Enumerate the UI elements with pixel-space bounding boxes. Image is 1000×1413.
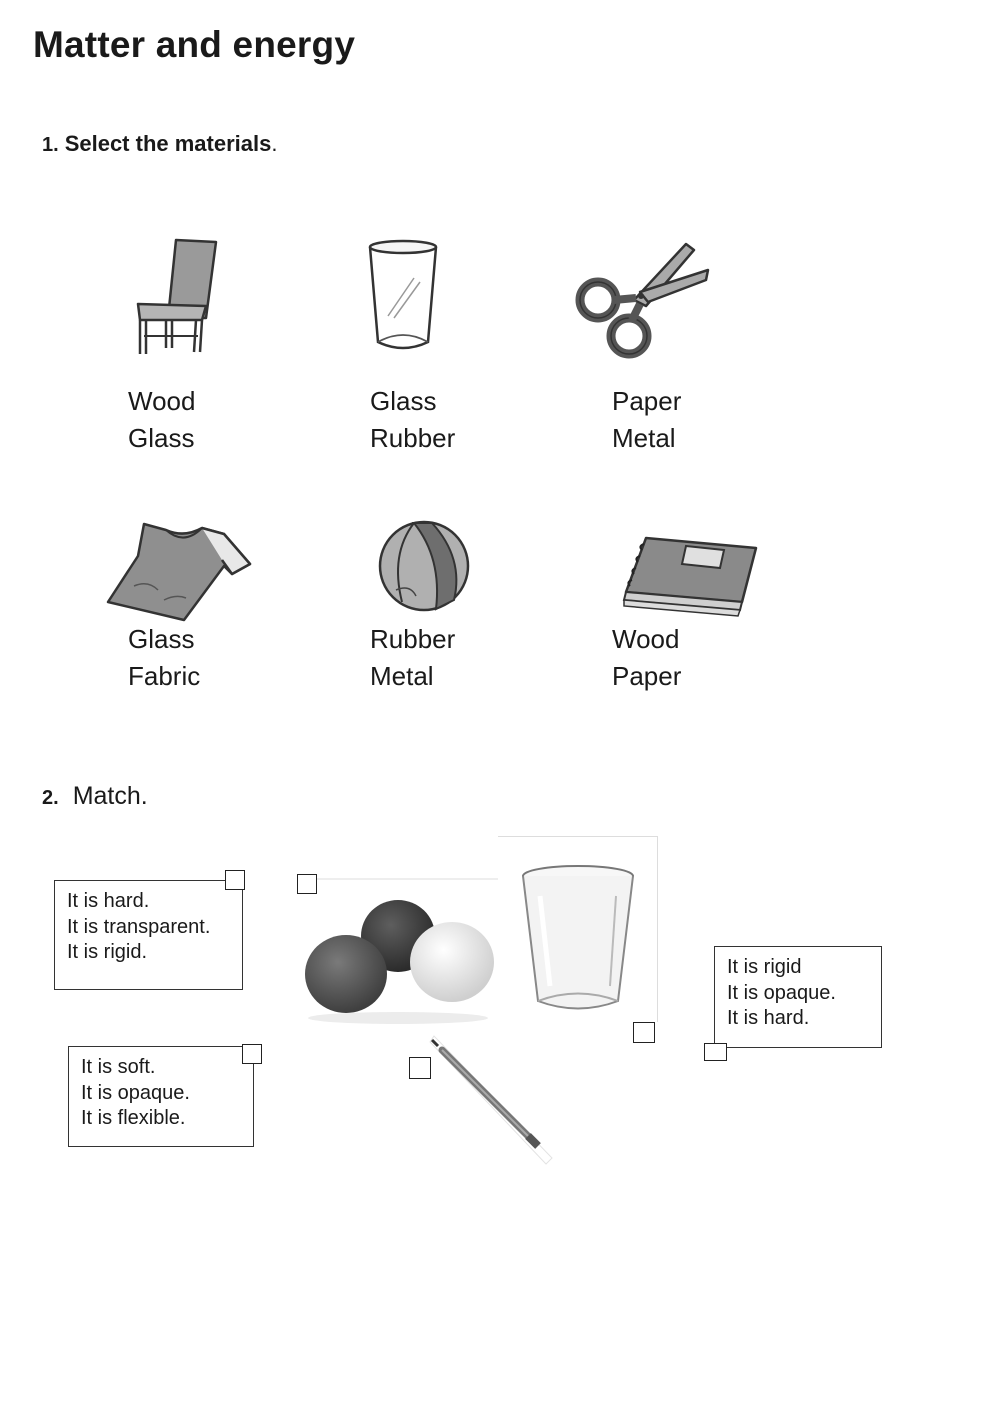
material-options-5: Rubber Metal <box>370 621 455 695</box>
match-line: It is hard. <box>67 890 150 912</box>
match-line: It is opaque. <box>727 981 836 1004</box>
match-checkbox[interactable] <box>633 1022 655 1043</box>
question-1-period: . <box>271 131 278 156</box>
match-line: It is transparent. <box>67 915 211 938</box>
scissors-icon <box>575 242 710 359</box>
material-option[interactable]: Rubber <box>370 423 456 453</box>
glass-icon <box>368 239 438 350</box>
page-title: Matter and energy <box>33 24 356 65</box>
question-2-text: Match. <box>72 782 148 810</box>
match-line: It is soft. <box>81 1056 156 1078</box>
material-options-1: Wood Glass <box>128 383 195 457</box>
chair-icon <box>136 238 218 354</box>
material-options-2: Glass Rubber <box>370 383 455 457</box>
drinking-glass-photo <box>498 836 658 1022</box>
match-line: It is rigid. <box>67 941 148 963</box>
match-checkbox[interactable] <box>242 1044 262 1064</box>
match-box-3: It is rigid It is opaque. It is hard. <box>714 946 882 1048</box>
question-2-heading: 2. Match. <box>42 782 148 811</box>
material-option[interactable]: Glass <box>128 624 195 654</box>
material-option[interactable]: Glass <box>370 386 437 416</box>
match-box-2: It is soft. It is opaque. It is flexible… <box>68 1046 254 1147</box>
material-option[interactable]: Metal <box>370 661 434 691</box>
pencil-photo <box>428 1034 554 1166</box>
match-line: It is flexible. <box>81 1107 186 1129</box>
material-option[interactable]: Metal <box>612 423 676 453</box>
material-options-3: Paper Metal <box>612 383 681 457</box>
notebook-icon <box>622 536 758 617</box>
match-checkbox[interactable] <box>409 1057 431 1079</box>
play-dough-photo <box>298 878 498 1028</box>
material-options-6: Wood Paper <box>612 621 681 695</box>
question-1-text: Select the materials <box>64 131 272 156</box>
match-checkbox[interactable] <box>297 874 317 894</box>
question-1-heading: 1.Select the materials. <box>42 131 277 157</box>
question-1-number: 1. <box>42 134 59 156</box>
match-checkbox[interactable] <box>225 870 245 890</box>
question-2-number: 2. <box>42 787 59 809</box>
material-option[interactable]: Paper <box>612 386 682 416</box>
match-line: It is opaque. <box>81 1081 190 1104</box>
match-line: It is hard. <box>727 1007 810 1029</box>
material-option[interactable]: Wood <box>612 624 680 654</box>
material-option[interactable]: Wood <box>128 386 196 416</box>
t-shirt-icon <box>106 522 252 622</box>
material-option[interactable]: Fabric <box>128 661 201 691</box>
material-option[interactable]: Paper <box>612 661 682 691</box>
match-line: It is rigid <box>727 956 802 978</box>
material-option[interactable]: Glass <box>128 423 195 453</box>
match-box-1: It is hard. It is transparent. It is rig… <box>54 880 243 990</box>
material-options-4: Glass Fabric <box>128 621 200 695</box>
ball-icon <box>378 520 470 612</box>
material-option[interactable]: Rubber <box>370 624 456 654</box>
match-checkbox[interactable] <box>704 1043 727 1061</box>
